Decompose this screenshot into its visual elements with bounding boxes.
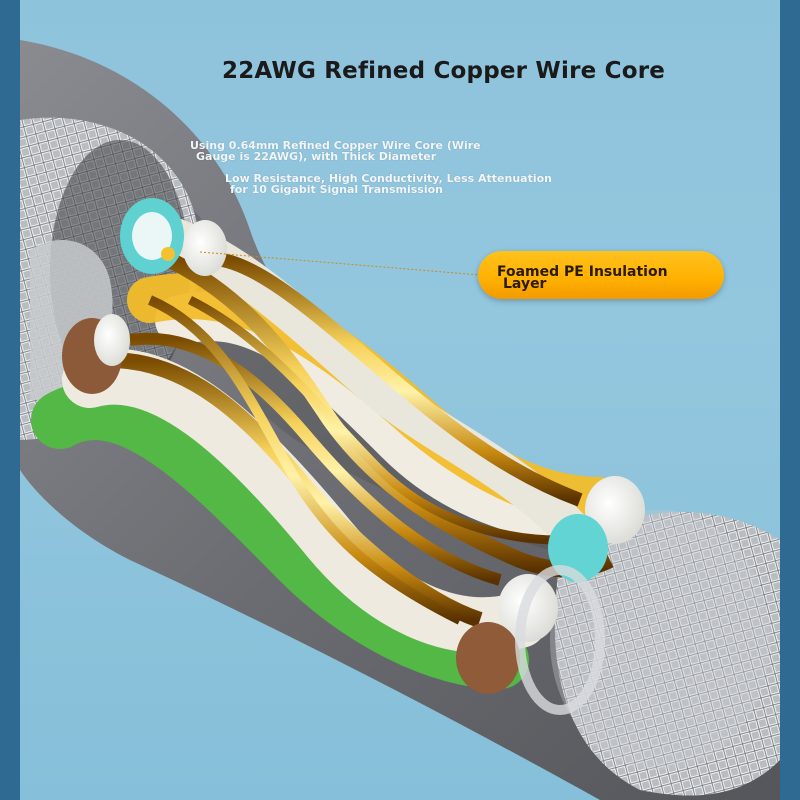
green-wire bbox=[31, 381, 529, 689]
copper-conductor-5 bbox=[148, 295, 463, 625]
cyan-wire-end-2 bbox=[548, 514, 608, 582]
description-line-2: Gauge is 22AWG), with Thick Diameter bbox=[196, 150, 437, 163]
copper-conductor-4 bbox=[129, 332, 502, 586]
white-wire-end-2 bbox=[94, 314, 130, 366]
callout-leader-line bbox=[199, 251, 481, 276]
white-wire-end bbox=[183, 220, 227, 276]
foil-ring bbox=[515, 565, 605, 715]
page-title: 22AWG Refined Copper Wire Core bbox=[222, 58, 666, 84]
copper-core-dot bbox=[161, 247, 175, 261]
description-line-3: Low Resistance, High Conductivity, Less … bbox=[225, 172, 552, 185]
description-line-1: Using 0.64mm Refined Copper Wire Core (W… bbox=[190, 139, 481, 152]
insulation-callout-badge bbox=[478, 251, 724, 299]
copper-conductor-6 bbox=[187, 295, 561, 545]
copper-conductor-2 bbox=[198, 251, 583, 507]
insulation-callout-label: Foamed PE Insulation Layer bbox=[497, 264, 668, 292]
callout-line-1: Foamed PE Insulation bbox=[497, 264, 668, 280]
description-line-4: for 10 Gigabit Signal Transmission bbox=[230, 183, 443, 196]
braided-shield-right bbox=[554, 512, 780, 796]
brown-wire-end-2 bbox=[456, 622, 520, 694]
callout-line-2: Layer bbox=[503, 276, 547, 292]
white-wire-a bbox=[62, 348, 548, 654]
